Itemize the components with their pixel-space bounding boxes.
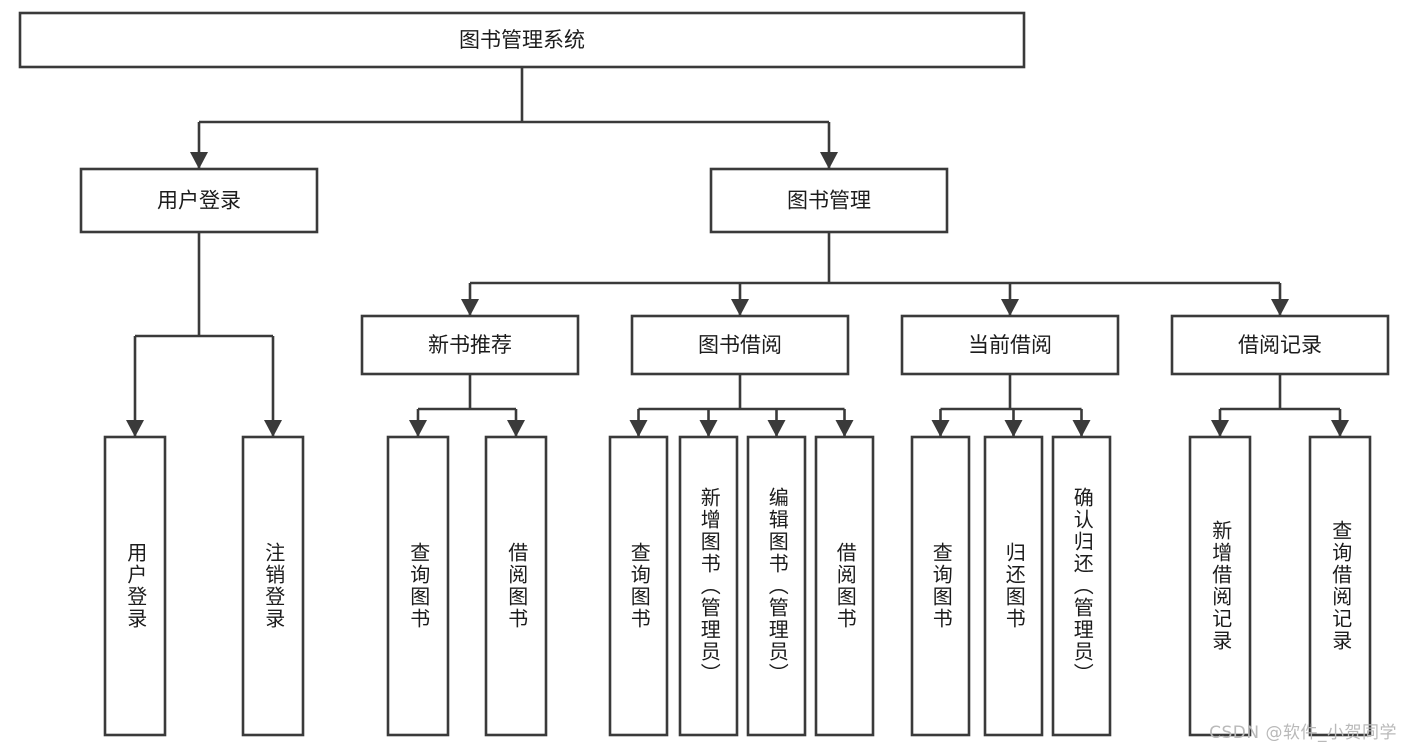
node-label-root: 图书管理系统 [459,28,585,52]
arrow-head [461,299,479,316]
node-box-leaf-borrow-query[interactable] [608,435,669,737]
arrow-head [1271,299,1289,316]
node-box-leaf-borrow-add[interactable] [678,435,739,737]
node-box-leaf-borrow-lend[interactable] [814,435,875,737]
node-box-book-manage[interactable] [709,167,949,234]
node-box-leaf-cur-confirm[interactable] [1051,435,1112,737]
node-label-borrow-record: 借阅记录 [1238,333,1322,357]
node-box-leaf-borrow-edit[interactable] [746,435,807,737]
arrow-head [1211,420,1229,437]
node-label-book-manage: 图书管理 [787,189,871,213]
arrow-head [1072,420,1091,437]
node-box-root[interactable] [18,11,1026,69]
arrow-head [409,420,427,437]
node-box-user-login[interactable] [79,167,319,234]
arrow-head [767,420,786,437]
node-box-leaf-user-logout[interactable] [241,435,305,737]
arrow-head [1004,420,1023,437]
arrow-head [629,420,648,437]
node-box-leaf-rec-search[interactable] [1308,435,1372,737]
connectors-layer [126,67,1349,437]
arrow-head [820,152,838,169]
node-box-borrow-record[interactable] [1170,314,1390,376]
arrow-head [126,420,144,437]
arrow-head [1331,420,1349,437]
boxes-layer [18,11,1390,737]
node-box-current-borrow[interactable] [900,314,1120,376]
arrow-head [699,420,718,437]
arrow-head [731,299,749,316]
node-box-leaf-rec-query[interactable] [386,435,450,737]
node-box-new-book-rec[interactable] [360,314,580,376]
arrow-head [507,420,525,437]
node-label-user-login: 用户登录 [157,189,241,213]
node-label-book-borrow: 图书借阅 [698,333,782,357]
node-box-leaf-user-login[interactable] [103,435,167,737]
arrow-head [190,152,208,169]
node-box-leaf-cur-return[interactable] [983,435,1044,737]
node-box-leaf-cur-query[interactable] [910,435,971,737]
node-label-current-borrow: 当前借阅 [968,333,1052,357]
node-box-book-borrow[interactable] [630,314,850,376]
watermark-text: CSDN @软件_小贺同学 [1209,723,1397,743]
arrow-head [264,420,282,437]
node-box-leaf-rec-borrow[interactable] [484,435,548,737]
node-label-new-book-rec: 新书推荐 [428,333,512,357]
arrow-head [1001,299,1019,316]
node-box-leaf-rec-add[interactable] [1188,435,1252,737]
arrow-head [835,420,854,437]
arrow-head [931,420,950,437]
